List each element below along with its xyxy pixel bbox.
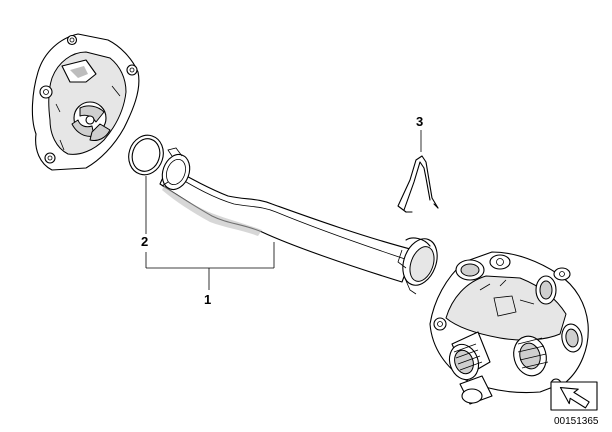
spring-clip-icon xyxy=(397,155,439,213)
coolant-pipe-icon xyxy=(159,147,438,295)
leader-lines xyxy=(145,130,422,290)
document-number: 00151365 xyxy=(554,416,599,427)
callout-label-3: 3 xyxy=(416,114,423,129)
callout-label-1: 1 xyxy=(204,292,211,307)
arrow-badge-icon xyxy=(550,381,598,411)
callout-label-2: 2 xyxy=(141,234,148,249)
water-pump-housing-icon xyxy=(31,33,140,171)
o-ring-icon xyxy=(128,134,164,176)
thermostat-housing-icon xyxy=(429,251,589,405)
